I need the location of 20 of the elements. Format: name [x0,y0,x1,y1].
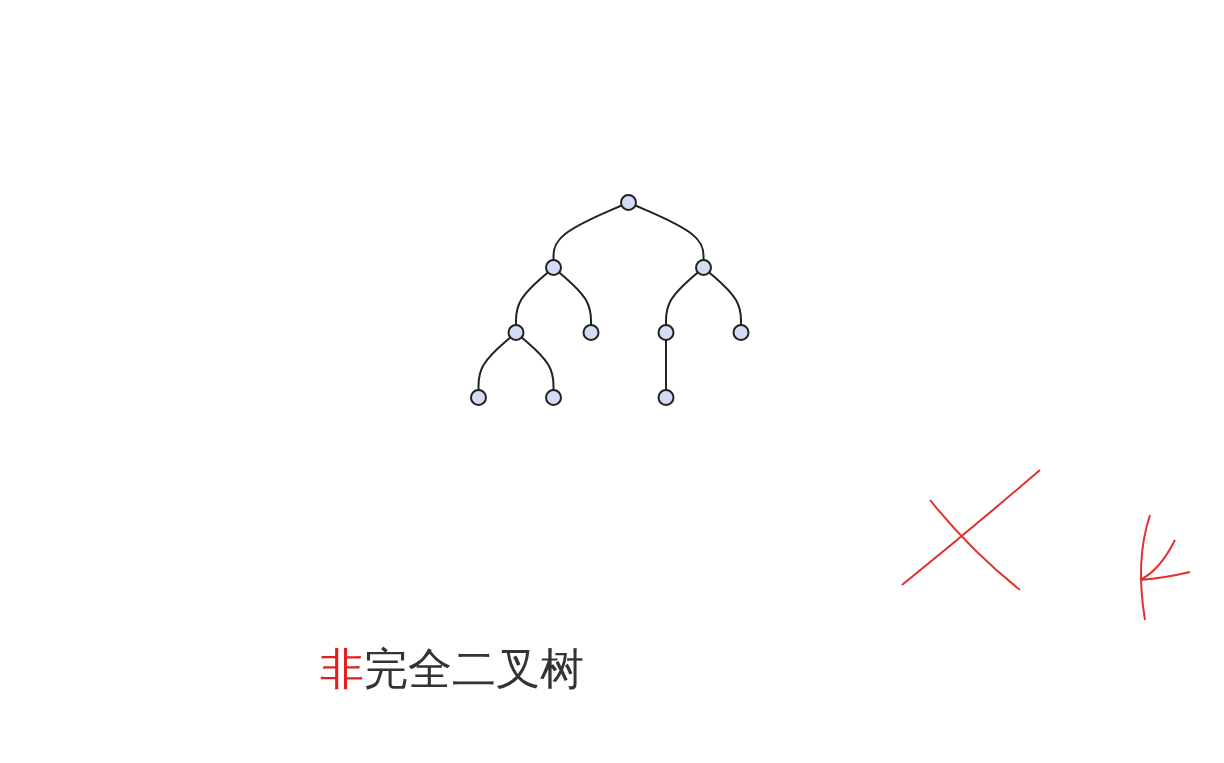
node-circle [470,389,488,406]
connector [665,271,700,326]
node-circle [732,324,750,341]
node-circle [545,259,563,276]
node-circle [582,324,600,341]
node-circle [620,194,638,211]
connector [665,339,668,391]
connector [515,271,550,326]
caption-text: 非完全二叉树 [320,642,584,696]
connector [708,271,743,326]
node-circle [545,389,563,406]
connector [552,204,623,261]
node-circle [657,324,675,341]
node-circle [507,324,525,341]
connector [477,336,512,391]
node-circle [657,389,675,406]
connector [520,336,555,391]
connector [634,204,705,261]
connector [558,271,593,326]
node-circle [695,259,713,276]
